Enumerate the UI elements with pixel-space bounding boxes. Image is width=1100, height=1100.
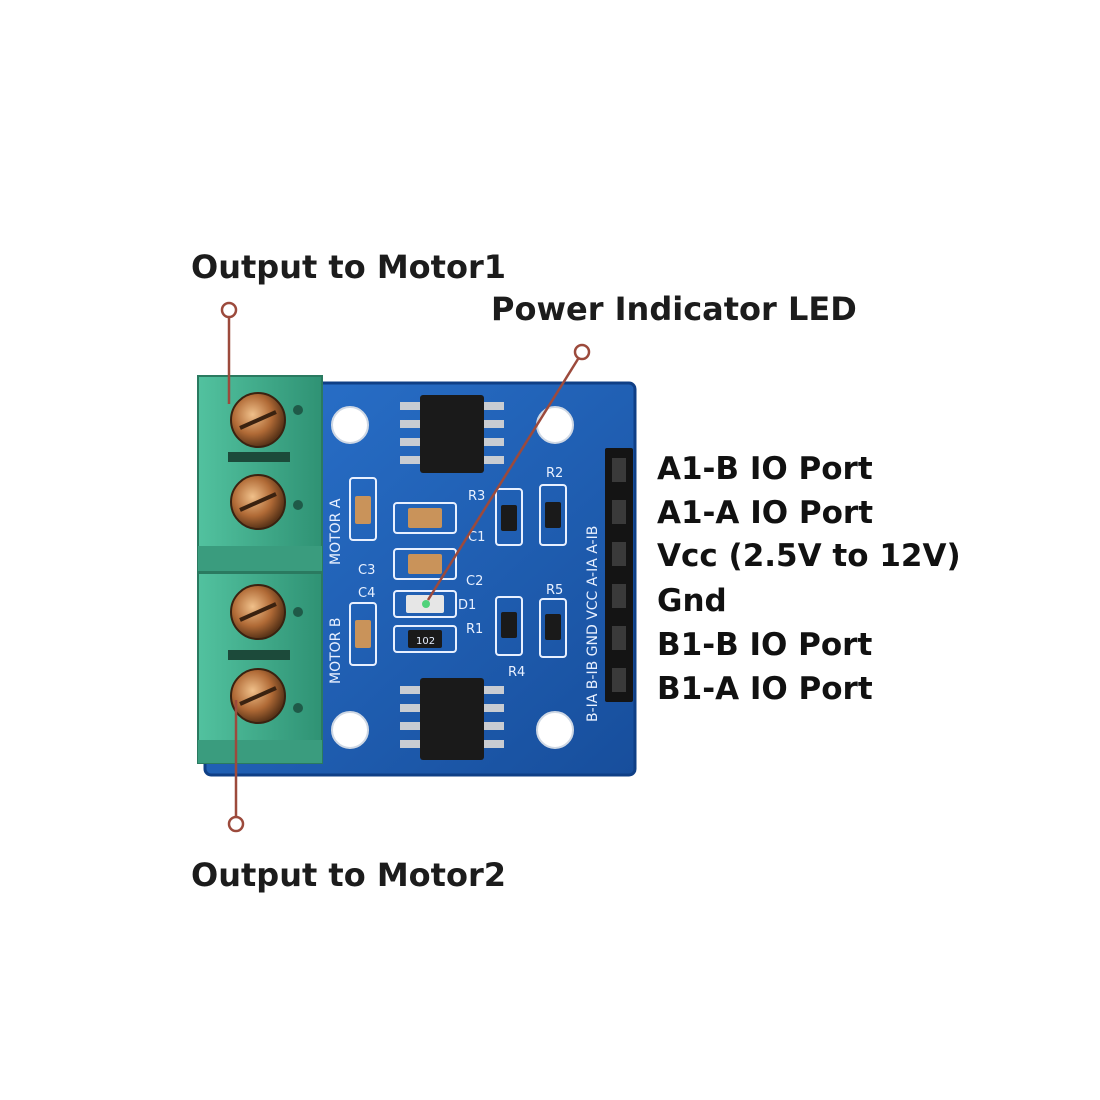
capacitor-c4 (349, 602, 377, 666)
pin-label-a1a: A1-A IO Port (657, 495, 874, 531)
pin-label-a1b: A1-B IO Port (657, 451, 873, 487)
terminal-block-motor-a[interactable] (197, 375, 323, 572)
silk-c1: C1 (468, 530, 485, 545)
pin-label-gnd: Gnd (657, 583, 727, 619)
mounting-hole (536, 406, 574, 444)
resistor-r1: 102 (393, 625, 457, 653)
leader-motor1 (220, 301, 238, 404)
capacitor-c1 (393, 502, 457, 534)
driver-ic-bottom (400, 678, 504, 760)
silk-header-pins: B-IA B-IB GND VCC A-IA A-IB (585, 526, 601, 722)
resistor-r2 (539, 484, 567, 546)
pin-label-vcc: Vcc (2.5V to 12V) (657, 538, 961, 574)
leader-led (426, 343, 591, 601)
resistor-r5 (539, 598, 567, 658)
silk-r2: R2 (546, 466, 563, 481)
screw-terminal[interactable] (230, 474, 286, 530)
silk-c3: C3 (358, 563, 375, 578)
silk-r1: R1 (466, 622, 483, 637)
mounting-hole (536, 711, 574, 749)
silk-c2: C2 (466, 574, 483, 589)
resistor-marking: 102 (416, 636, 435, 647)
silk-c4: C4 (358, 586, 375, 601)
leader-motor2 (227, 700, 245, 833)
power-led-d1 (393, 590, 457, 618)
screw-terminal[interactable] (230, 392, 286, 448)
screw-terminal[interactable] (230, 584, 286, 640)
silk-motor-b: MOTOR B (328, 618, 344, 684)
mounting-hole (331, 406, 369, 444)
resistor-r4 (495, 596, 523, 656)
motor1-output-label: Output to Motor1 (191, 248, 506, 286)
silk-r3: R3 (468, 489, 485, 504)
silk-motor-a: MOTOR A (328, 498, 344, 565)
capacitor-c2 (393, 548, 457, 580)
silk-r4: R4 (508, 665, 525, 680)
silk-d1: D1 (458, 598, 476, 613)
resistor-r3 (495, 488, 523, 546)
terminal-block-motor-b[interactable] (197, 572, 323, 764)
driver-ic-top (400, 395, 504, 473)
screw-terminal[interactable] (230, 668, 286, 724)
mounting-hole (331, 711, 369, 749)
power-led-label: Power Indicator LED (491, 290, 857, 328)
motor2-output-label: Output to Motor2 (191, 856, 506, 894)
capacitor-c3 (349, 477, 377, 541)
silk-r5: R5 (546, 583, 563, 598)
pin-label-b1a: B1-A IO Port (657, 671, 873, 707)
pin-header[interactable] (605, 448, 633, 702)
pin-label-b1b: B1-B IO Port (657, 627, 873, 663)
